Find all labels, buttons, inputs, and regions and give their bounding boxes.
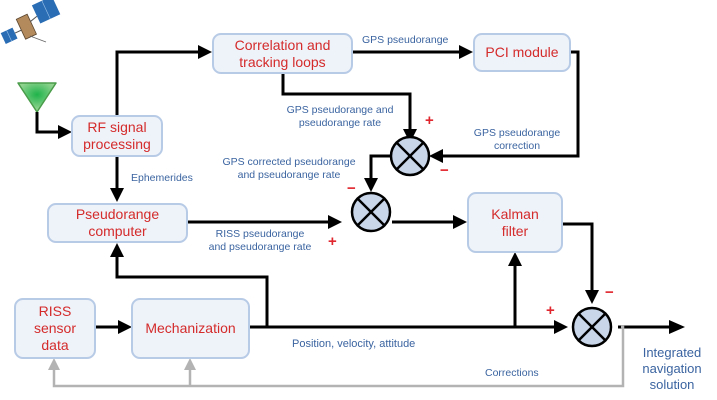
block-label: Mechanization — [145, 320, 236, 336]
label-line: GPS pseudorange and — [286, 104, 394, 116]
block-label: RISS sensor data — [33, 303, 77, 353]
block-mechanization[interactable]: Mechanization — [131, 298, 250, 359]
label-line: GPS pseudorange — [473, 127, 561, 139]
label-line: RISS pseudorange — [215, 228, 305, 240]
label-line: and pseudorange rate — [237, 168, 341, 181]
label-line: and pseudorange rate — [208, 240, 312, 253]
sign-sum2-plus: + — [328, 233, 337, 250]
antenna-icon — [17, 82, 57, 113]
label-ephemerides: Ephemerides — [131, 172, 193, 184]
satellite-icon — [0, 0, 61, 45]
block-rf-signal-processing[interactable]: RF signal processing — [71, 115, 163, 157]
label-line: Integrated — [642, 345, 702, 360]
block-pci-module[interactable]: PCI module — [473, 33, 571, 72]
label-line: pseudorange rate — [298, 116, 382, 129]
label-riss-pr: RISS pseudorange and pseudorange rate — [200, 228, 320, 253]
arrow-mech-pseudorange — [115, 255, 269, 327]
block-pseudorange-computer[interactable]: Pseudorange computer — [47, 203, 188, 243]
arrow-sum1-sum2 — [369, 154, 390, 180]
arrow-antenna-rf — [35, 112, 60, 134]
label-line: solution — [649, 377, 695, 392]
label-position-velocity-attitude: Position, velocity, attitude — [292, 338, 416, 350]
block-correlation-tracking[interactable]: Correlation and tracking loops — [212, 33, 353, 74]
block-kalman-filter[interactable]: Kalman filter — [467, 192, 563, 253]
sign-sum3-minus: − — [605, 284, 614, 301]
label-integrated-navigation-solution: Integrated navigation solution — [632, 345, 712, 393]
feedback-corrections-line — [52, 325, 625, 388]
sum-junction-3 — [571, 306, 613, 348]
label-line: navigation — [642, 361, 702, 376]
block-label: Pseudorange computer — [75, 206, 160, 239]
arrow-rf-correlation — [115, 50, 200, 115]
arrow-kalman-sum3 — [561, 222, 594, 292]
arrow-correlation-sum1 — [281, 72, 412, 131]
label-line: correction — [493, 139, 541, 152]
label-gps-pseudorange: GPS pseudorange — [362, 34, 449, 46]
label-line: GPS corrected pseudorange — [222, 156, 356, 168]
label-corrections: Corrections — [485, 367, 539, 379]
sum-junction-2 — [350, 191, 392, 233]
block-label: Correlation and tracking loops — [234, 36, 331, 70]
sum-junction-1 — [389, 135, 431, 177]
block-label: PCI module — [485, 44, 559, 60]
block-riss-sensor-data[interactable]: RISS sensor data — [14, 298, 96, 359]
label-pr-correction: GPS pseudorange correction — [462, 127, 572, 152]
sign-sum3-plus: + — [546, 302, 555, 319]
label-gps-pr-rate: GPS pseudorange and pseudorange rate — [280, 104, 400, 129]
block-label: Kalman filter — [491, 205, 539, 239]
sign-sum1-plus: + — [425, 112, 434, 129]
label-gps-corrected: GPS corrected pseudorange and pseudorang… — [214, 156, 364, 181]
arrow-pci-sum1 — [441, 50, 580, 158]
block-label: RF signal processing — [83, 119, 151, 152]
sign-sum1-minus: − — [440, 162, 449, 179]
sign-sum2-minus: − — [347, 180, 356, 197]
